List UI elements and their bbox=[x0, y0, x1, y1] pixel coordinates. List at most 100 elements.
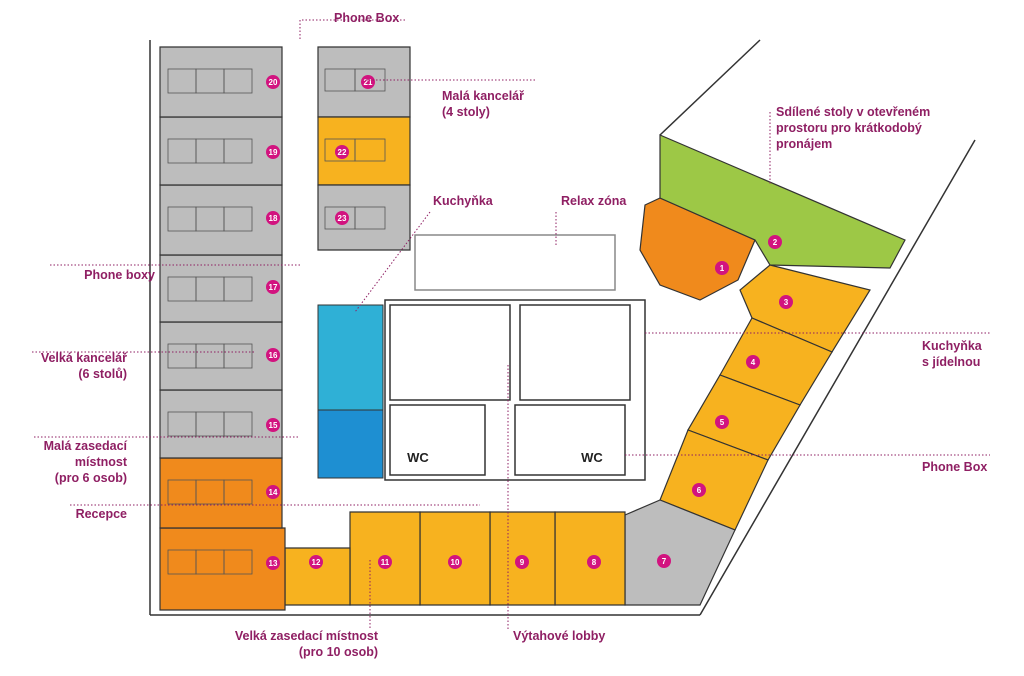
room-number: 9 bbox=[520, 558, 525, 567]
room-marker bbox=[335, 211, 349, 225]
room-marker bbox=[448, 555, 462, 569]
label-reception: Recepce bbox=[75, 507, 127, 521]
room-19 bbox=[159, 116, 283, 186]
label-phone-box-right: Phone Box bbox=[922, 460, 988, 474]
room-number: 13 bbox=[269, 559, 278, 568]
wc-right-label: WC bbox=[581, 450, 603, 465]
outer-wall-top-right bbox=[659, 39, 761, 136]
room-marker bbox=[746, 355, 760, 369]
label-line: s jídelnou bbox=[922, 355, 981, 369]
desk bbox=[354, 68, 386, 92]
room-number: 12 bbox=[312, 558, 321, 567]
room-marker bbox=[266, 418, 280, 432]
room-marker bbox=[309, 555, 323, 569]
room-18 bbox=[159, 184, 283, 256]
room-number: 3 bbox=[784, 298, 789, 307]
room-marker bbox=[515, 555, 529, 569]
outer-wall-diagonal bbox=[699, 139, 976, 616]
label-line: (pro 10 osob) bbox=[298, 645, 378, 659]
room-22 bbox=[317, 116, 411, 186]
label-line: (4 stoly) bbox=[442, 105, 490, 119]
room-number: 6 bbox=[697, 486, 702, 495]
room-marker bbox=[657, 554, 671, 568]
room-marker bbox=[361, 75, 375, 89]
room-marker bbox=[715, 261, 729, 275]
room-number: 1 bbox=[720, 264, 725, 273]
label-phone-box-top: Phone Box bbox=[334, 11, 400, 25]
desk bbox=[223, 479, 253, 505]
room-marker bbox=[266, 556, 280, 570]
room-number: 5 bbox=[720, 418, 725, 427]
wc-left-label: WC bbox=[407, 450, 429, 465]
room-marker bbox=[266, 485, 280, 499]
room-number: 14 bbox=[269, 488, 278, 497]
label-relax-zone: Relax zóna bbox=[561, 194, 627, 208]
relax-zone-area bbox=[414, 234, 616, 291]
room-number: 23 bbox=[338, 214, 347, 223]
label-line: Kuchyňka bbox=[922, 339, 982, 353]
room-marker bbox=[266, 280, 280, 294]
room-number: 2 bbox=[773, 238, 778, 247]
meeting-room-small bbox=[317, 409, 384, 479]
stairwell bbox=[519, 304, 631, 401]
wc-left bbox=[389, 404, 486, 476]
room-number: 22 bbox=[338, 148, 347, 157]
label-line: prostoru pro krátkodobý bbox=[776, 121, 922, 135]
label-shared-desks: Sdílené stoly v otevřeném prostoru pro k… bbox=[776, 104, 930, 152]
label-kitchenette: Kuchyňka bbox=[433, 194, 493, 208]
room-23 bbox=[317, 184, 411, 251]
elevator-shaft bbox=[389, 304, 511, 401]
label-large-meeting: Velká zasedací místnost (pro 10 osob) bbox=[235, 628, 378, 660]
desk bbox=[223, 549, 253, 575]
label-line: Malá zasedací bbox=[43, 439, 127, 453]
label-small-meeting: Malá zasedací místnost (pro 6 osob) bbox=[44, 438, 127, 486]
room-marker bbox=[692, 483, 706, 497]
label-line: (pro 6 osob) bbox=[54, 471, 127, 485]
label-large-office: Velká kancelář (6 stolů) bbox=[41, 350, 127, 382]
meeting-room-large bbox=[317, 304, 384, 411]
room-number: 21 bbox=[364, 78, 373, 87]
label-line: (6 stolů) bbox=[78, 367, 127, 381]
room-marker bbox=[335, 145, 349, 159]
desk bbox=[223, 411, 253, 437]
room-number: 20 bbox=[269, 78, 278, 87]
room-number: 11 bbox=[381, 558, 390, 567]
label-elevator-lobby: Výtahové lobby bbox=[513, 629, 606, 643]
label-small-office: Malá kancelář (4 stoly) bbox=[442, 88, 524, 120]
room-marker bbox=[587, 555, 601, 569]
room-number: 19 bbox=[269, 148, 278, 157]
room-20 bbox=[159, 46, 283, 118]
room-marker bbox=[715, 415, 729, 429]
label-line: místnost bbox=[74, 455, 127, 469]
label-line: Velká kancelář bbox=[40, 351, 127, 365]
room-16 bbox=[159, 321, 283, 391]
desk bbox=[223, 68, 253, 94]
room-number: 16 bbox=[269, 351, 278, 360]
desk bbox=[354, 206, 386, 230]
desk bbox=[223, 276, 253, 302]
label-line: pronájem bbox=[776, 137, 833, 151]
room-marker bbox=[266, 75, 280, 89]
label-phone-boxes: Phone boxy bbox=[84, 268, 155, 282]
room-number: 8 bbox=[592, 558, 597, 567]
room-number: 17 bbox=[269, 283, 278, 292]
room-marker bbox=[768, 235, 782, 249]
desk bbox=[223, 206, 253, 232]
room-15 bbox=[159, 389, 283, 459]
room-number: 10 bbox=[451, 558, 460, 567]
desk bbox=[354, 138, 386, 162]
desk bbox=[223, 138, 253, 164]
room-number: 7 bbox=[662, 557, 667, 566]
room-marker bbox=[266, 348, 280, 362]
label-line: Sdílené stoly v otevřeném bbox=[776, 105, 931, 119]
desk bbox=[223, 343, 253, 369]
room-marker bbox=[266, 211, 280, 225]
room-marker bbox=[779, 295, 793, 309]
room-14 bbox=[159, 457, 283, 529]
room-number: 4 bbox=[751, 358, 756, 367]
room-number: 15 bbox=[269, 421, 278, 430]
label-line: Velká zasedací místnost bbox=[234, 629, 378, 643]
room-13 bbox=[159, 527, 286, 611]
label-line: Malá kancelář bbox=[442, 89, 524, 103]
